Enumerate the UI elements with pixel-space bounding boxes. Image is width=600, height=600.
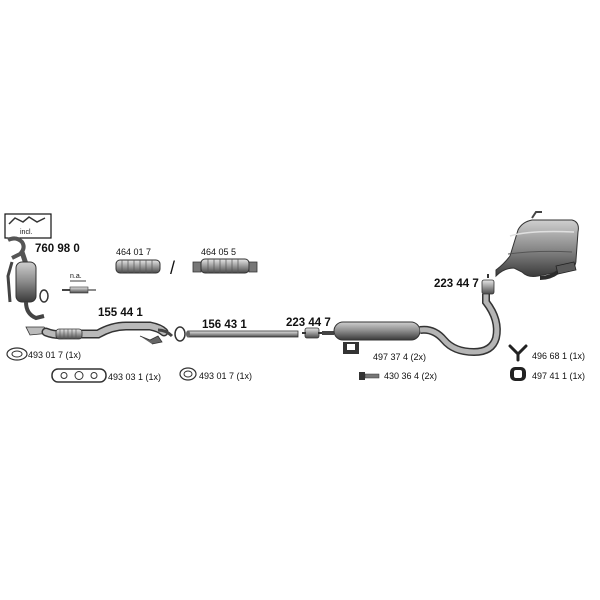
- rubber-mount-number: 497 41 1 (1x): [532, 371, 585, 381]
- bolt-icon: [359, 372, 380, 380]
- separator-slash: /: [170, 258, 175, 278]
- incl-kit-box: incl.: [4, 213, 52, 239]
- gasket-round-icon-b: [179, 367, 197, 381]
- kit-parts-icon: [8, 216, 46, 225]
- hanger-number: 496 68 1 (1x): [532, 351, 585, 361]
- middle-pipe: [186, 330, 299, 338]
- catalyst-part-number: 760 98 0: [35, 243, 80, 255]
- catalytic-converter: [6, 236, 49, 321]
- flex-pipe-a-number: 464 01 7: [116, 247, 151, 257]
- gasket-front-pipe-end-number: 493 01 7 (1x): [199, 371, 252, 381]
- clamp-middle-number: 223 44 7: [286, 317, 331, 329]
- middle-silencer: [322, 294, 501, 357]
- middle-pipe-number: 156 43 1: [202, 319, 247, 331]
- gasket-front-number: 493 01 7 (1x): [28, 350, 81, 360]
- flex-pipe-b: [192, 258, 258, 274]
- bolt-number: 430 36 4 (2x): [384, 371, 437, 381]
- y-hanger-icon: [508, 344, 528, 362]
- clamp-rear: [481, 274, 495, 295]
- flex-pipe-b-number: 464 05 5: [201, 247, 236, 257]
- clamp-middle: [302, 327, 322, 339]
- gasket-round-icon: [6, 347, 28, 361]
- na-label: n.a.: [70, 273, 82, 280]
- bracket-number: 497 37 4 (2x): [373, 352, 426, 362]
- gasket-three-hole-number: 493 03 1 (1x): [108, 372, 161, 382]
- gasket-three-hole-icon: [51, 368, 107, 383]
- front-pipe-number: 155 44 1: [98, 307, 143, 319]
- incl-label: incl.: [20, 229, 33, 236]
- bracket-icon: [343, 342, 359, 354]
- clamp-rear-number: 223 44 7: [434, 278, 479, 290]
- rubber-mount-icon: [510, 367, 526, 381]
- flex-pipe-a: [115, 259, 161, 274]
- lambda-sensor: [62, 286, 96, 294]
- front-pipe: [25, 321, 186, 345]
- rear-silencer: [495, 211, 579, 280]
